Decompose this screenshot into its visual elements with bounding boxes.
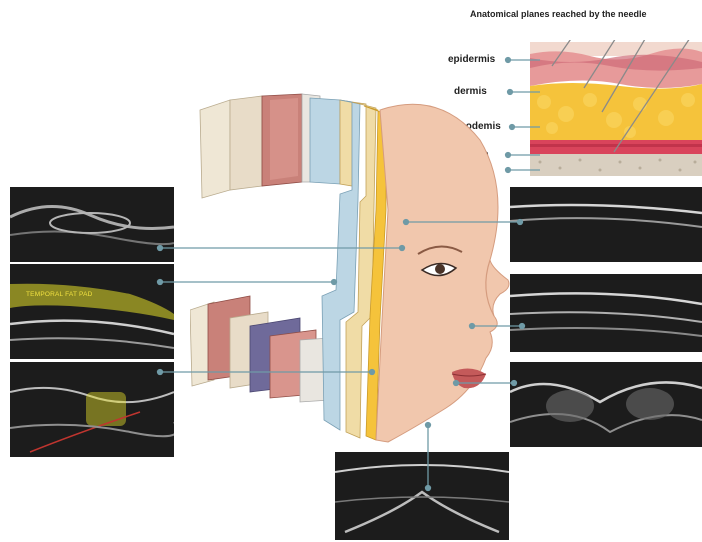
ultrasound-leader-lines xyxy=(0,0,702,542)
